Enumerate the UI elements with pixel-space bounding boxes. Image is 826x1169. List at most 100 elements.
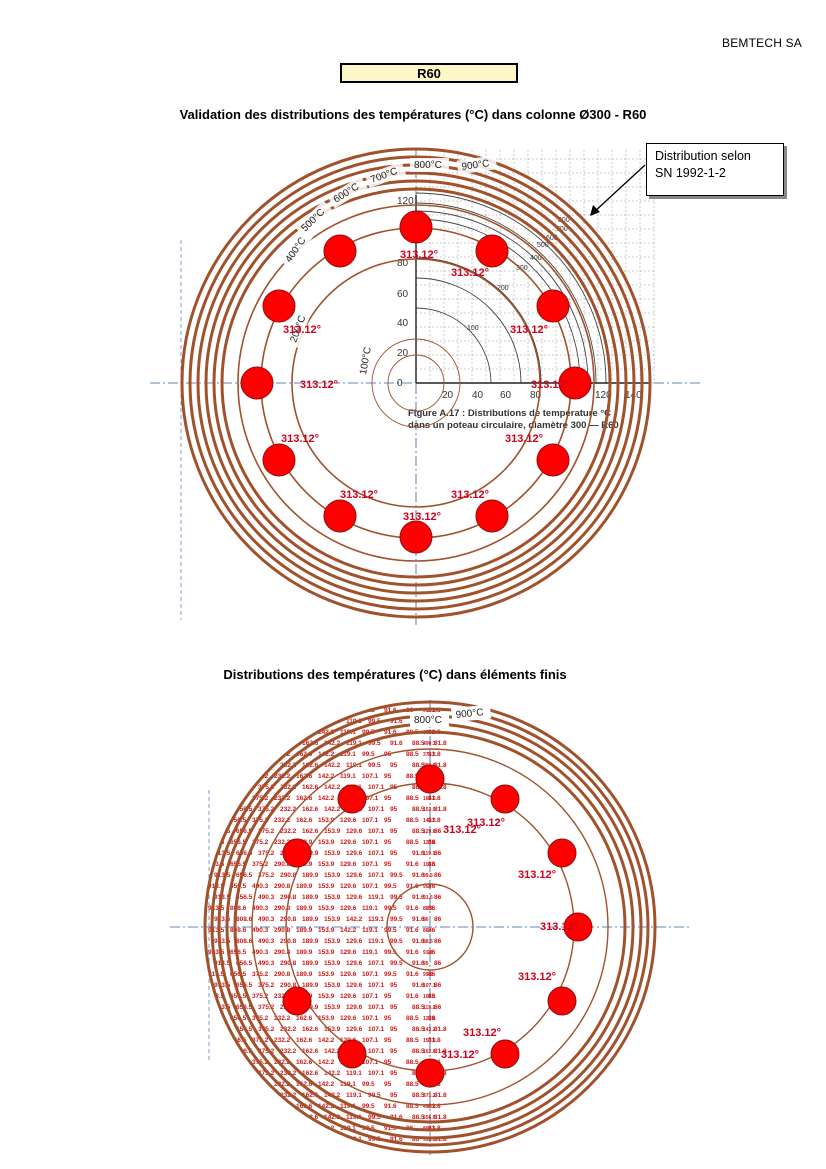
fem-value: 490.3 bbox=[230, 1103, 247, 1110]
isotherm-circle bbox=[251, 748, 609, 1106]
band-label-bg bbox=[285, 306, 312, 349]
fem-value: 290.8 bbox=[252, 1103, 269, 1110]
fem-value: 95 bbox=[384, 861, 392, 868]
fem-value: 99.5 bbox=[384, 949, 397, 956]
fem-value: 86 bbox=[428, 905, 436, 912]
fem-value: 107.1 bbox=[368, 784, 385, 791]
fem-value: 375.2 bbox=[258, 1026, 275, 1033]
fem-value: 913.5 bbox=[208, 905, 225, 912]
fem-value: 290.8 bbox=[280, 960, 297, 967]
fem-value: 162.6 bbox=[302, 1070, 319, 1077]
fem-value: 95 bbox=[390, 828, 398, 835]
fem-value: 88.5 bbox=[412, 1114, 425, 1121]
fem-value: 119.1 bbox=[340, 773, 356, 780]
fem-value: 189.9 bbox=[296, 927, 313, 934]
fem-value: 375.2 bbox=[258, 872, 275, 879]
fem-value: 129.6 bbox=[346, 850, 363, 857]
fem-value: 189.9 bbox=[296, 905, 313, 912]
fem-value: 375.2 bbox=[258, 1004, 275, 1011]
fem-value: 107.1 bbox=[362, 993, 379, 1000]
band-label: 100°C bbox=[358, 346, 374, 375]
rebar-circle bbox=[282, 986, 312, 1016]
fem-value: 153.9 bbox=[324, 960, 341, 967]
fem-value: 656.5 bbox=[230, 1059, 247, 1066]
fem-value: 375.2 bbox=[252, 861, 269, 868]
fem-value: 99.5 bbox=[390, 872, 403, 879]
fem-value: 375.2 bbox=[258, 1048, 275, 1055]
fem-value: 95 bbox=[384, 839, 392, 846]
callout-box: Distribution selon SN 1992-1-2 bbox=[646, 143, 784, 196]
band-label-bg bbox=[364, 161, 407, 189]
fem-value: 91.6 bbox=[412, 894, 425, 901]
fem-edge-value: 375.2 bbox=[423, 752, 436, 758]
fem-value: 232.2 bbox=[274, 1015, 291, 1022]
fem-value: 189.9 bbox=[274, 729, 291, 736]
fem-value: 232.2 bbox=[274, 839, 291, 846]
rebar-temperature-label: 313.12° bbox=[340, 489, 378, 501]
fem-value: 153.9 bbox=[324, 916, 341, 923]
band-label-group: 400°C bbox=[279, 228, 314, 269]
fem-edge-value: 129.6 bbox=[423, 1016, 436, 1022]
fem-value: 95 bbox=[390, 1026, 398, 1033]
fem-value: 153.9 bbox=[318, 905, 335, 912]
fem-edge-value: 88.5 bbox=[423, 906, 433, 912]
fem-value: 88.5 bbox=[412, 806, 425, 813]
fem-value: 153.9 bbox=[324, 938, 341, 945]
fem-value: 290.8 bbox=[252, 707, 269, 714]
rebar-circle bbox=[490, 784, 520, 814]
fem-value: 86 bbox=[428, 971, 436, 978]
fem-value: 290.8 bbox=[274, 949, 291, 956]
rebar-circle bbox=[475, 234, 509, 268]
fem-value: 86 bbox=[428, 883, 436, 890]
fem-value: 88.5 bbox=[406, 1015, 419, 1022]
fem-value: 375.2 bbox=[252, 817, 269, 824]
fem-value: 913.5 bbox=[208, 1037, 225, 1044]
fem-value: 490.3 bbox=[236, 1070, 253, 1077]
fem-value: 86 bbox=[434, 850, 442, 857]
rebar-temperature-label: 313.12° bbox=[441, 1049, 479, 1061]
fem-value: 153.9 bbox=[318, 1015, 335, 1022]
fem-value: 95 bbox=[384, 773, 392, 780]
rebar-circle bbox=[536, 443, 570, 477]
fem-value: 95 bbox=[390, 806, 398, 813]
isotherm-arc bbox=[415, 202, 597, 384]
rebar-circle bbox=[399, 520, 433, 554]
fem-value: 81.8 bbox=[428, 751, 441, 758]
isotherm-label: 600 bbox=[546, 235, 558, 242]
fem-edge-value: 119.1 bbox=[423, 1005, 435, 1011]
fem-value: 129.6 bbox=[340, 817, 357, 824]
fem-value: 91.6 bbox=[406, 993, 419, 1000]
fem-edge-value: 375.2 bbox=[423, 1093, 436, 1099]
fem-value: 232.2 bbox=[274, 1037, 291, 1044]
fem-value: 88.5 bbox=[406, 1059, 419, 1066]
fem-edge-value: 913.5 bbox=[423, 1137, 436, 1143]
fem-value: 162.6 bbox=[302, 762, 319, 769]
fem-value: 375.2 bbox=[252, 971, 269, 978]
temperature-ring bbox=[188, 155, 644, 611]
fem-value: 375.2 bbox=[252, 795, 269, 802]
band-label: 900°C bbox=[455, 707, 484, 721]
callout-arrow-head bbox=[590, 205, 600, 216]
fem-value: 913.5 bbox=[214, 872, 231, 879]
fem-edge-value: 88.5 bbox=[423, 939, 433, 945]
band-label-group: 100°C bbox=[355, 338, 377, 380]
rebar-circle bbox=[337, 1039, 367, 1069]
rebar-temperature-label: 313.12° bbox=[283, 324, 321, 336]
fem-value: 129.6 bbox=[346, 872, 363, 879]
fem-value: 142.2 bbox=[340, 927, 357, 934]
fem-value: 107.1 bbox=[362, 795, 379, 802]
fem-value: 129.6 bbox=[346, 982, 363, 989]
band-label: 800°C bbox=[414, 715, 442, 726]
fem-value: 142.2 bbox=[324, 740, 341, 747]
temperature-ring bbox=[180, 147, 652, 619]
fem-value: 86 bbox=[428, 993, 436, 1000]
fem-value: 290.8 bbox=[252, 729, 269, 736]
y-tick-label: 120 bbox=[397, 196, 414, 207]
band-label-bg bbox=[295, 200, 333, 238]
fem-value: 95 bbox=[390, 850, 398, 857]
fem-value: 107.1 bbox=[368, 806, 385, 813]
fem-value: 153.9 bbox=[318, 817, 335, 824]
fem-value: 232.2 bbox=[274, 1059, 291, 1066]
fem-edge-value: 99.5 bbox=[423, 873, 433, 879]
